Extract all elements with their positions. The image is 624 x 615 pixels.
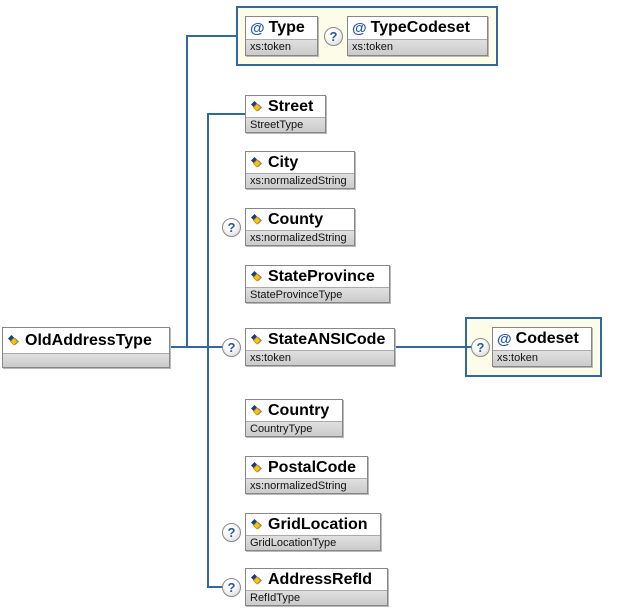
optional-indicator-codeset: ? [471, 338, 490, 357]
element-icon [250, 518, 264, 531]
element-type: xs:normalizedString [246, 173, 354, 188]
element-label: GridLocation [268, 515, 368, 533]
element-label: Street [268, 97, 314, 115]
element-node-stateprovince[interactable]: StateProvince StateProvinceType [245, 265, 390, 303]
element-icon [250, 156, 264, 169]
element-type: xs:normalizedString [246, 230, 354, 245]
attribute-title: @ TypeCodeset [348, 17, 487, 39]
element-node-street[interactable]: Street StreetType [245, 95, 326, 133]
root-label: OldAddressType [25, 331, 152, 349]
attribute-title: @ Type [246, 17, 317, 39]
attribute-type: xs:token [493, 350, 591, 366]
element-title: City [246, 152, 354, 173]
attribute-label: Codeset [515, 330, 579, 347]
element-icon [250, 270, 264, 283]
element-icon [250, 573, 264, 586]
root-node-oldaddresstype[interactable]: OldAddressType [2, 327, 170, 368]
element-type: CountryType [246, 421, 342, 436]
element-label: County [268, 210, 324, 228]
element-node-postalcode[interactable]: PostalCode xs:normalizedString [245, 456, 368, 494]
attribute-node-type[interactable]: @ Type xs:token [245, 16, 318, 56]
attribute-label: Type [268, 19, 305, 36]
element-label: PostalCode [268, 458, 357, 476]
wire-root-to-attribute-group [186, 35, 237, 347]
element-title: County [246, 209, 354, 230]
optional-indicator-typecodeset: ? [324, 27, 343, 46]
element-title: Country [246, 400, 342, 421]
element-title: GridLocation [246, 514, 380, 535]
element-node-county[interactable]: County xs:normalizedString [245, 208, 355, 246]
element-label: AddressRefId [268, 570, 373, 588]
attribute-type: xs:token [246, 39, 317, 55]
element-type: StateProvinceType [246, 287, 389, 302]
root-type [3, 353, 169, 367]
element-icon [250, 404, 264, 417]
attribute-title: @ Codeset [493, 328, 591, 350]
element-title: PostalCode [246, 457, 367, 478]
attribute-label: TypeCodeset [370, 19, 470, 36]
element-type: StreetType [246, 117, 325, 132]
element-icon [250, 333, 264, 346]
element-label: Country [268, 401, 330, 419]
element-title: AddressRefId [246, 569, 387, 590]
optional-indicator-county: ? [222, 218, 241, 237]
element-icon [250, 461, 264, 474]
attribute-at-icon: @ [250, 19, 265, 37]
optional-indicator-gridlocation: ? [222, 523, 241, 542]
root-title: OldAddressType [3, 328, 169, 353]
optional-indicator-stateansicode: ? [222, 338, 241, 357]
attribute-type: xs:token [348, 39, 487, 55]
element-type: xs:token [246, 350, 394, 365]
attribute-node-typecodeset[interactable]: @ TypeCodeset xs:token [347, 16, 488, 56]
element-type: xs:normalizedString [246, 478, 367, 493]
element-icon [250, 100, 264, 113]
element-label: StateANSICode [268, 330, 386, 348]
element-node-stateansicode[interactable]: StateANSICode xs:token [245, 328, 395, 366]
attribute-at-icon: @ [497, 330, 512, 348]
element-icon [7, 334, 21, 347]
element-title: Street [246, 96, 325, 117]
element-label: City [268, 153, 299, 171]
element-node-country[interactable]: Country CountryType [245, 399, 343, 437]
element-title: StateANSICode [246, 329, 394, 350]
attribute-at-icon: @ [352, 19, 367, 37]
optional-indicator-addressrefid: ? [222, 578, 241, 597]
element-type: RefIdType [246, 590, 387, 605]
element-node-addressrefid[interactable]: AddressRefId RefIdType [245, 568, 388, 606]
element-node-city[interactable]: City xs:normalizedString [245, 151, 355, 189]
element-label: StateProvince [268, 267, 375, 285]
element-type: GridLocationType [246, 535, 380, 550]
element-title: StateProvince [246, 266, 389, 287]
attribute-node-codeset[interactable]: @ Codeset xs:token [492, 327, 592, 367]
element-node-gridlocation[interactable]: GridLocation GridLocationType [245, 513, 381, 551]
element-icon [250, 213, 264, 226]
